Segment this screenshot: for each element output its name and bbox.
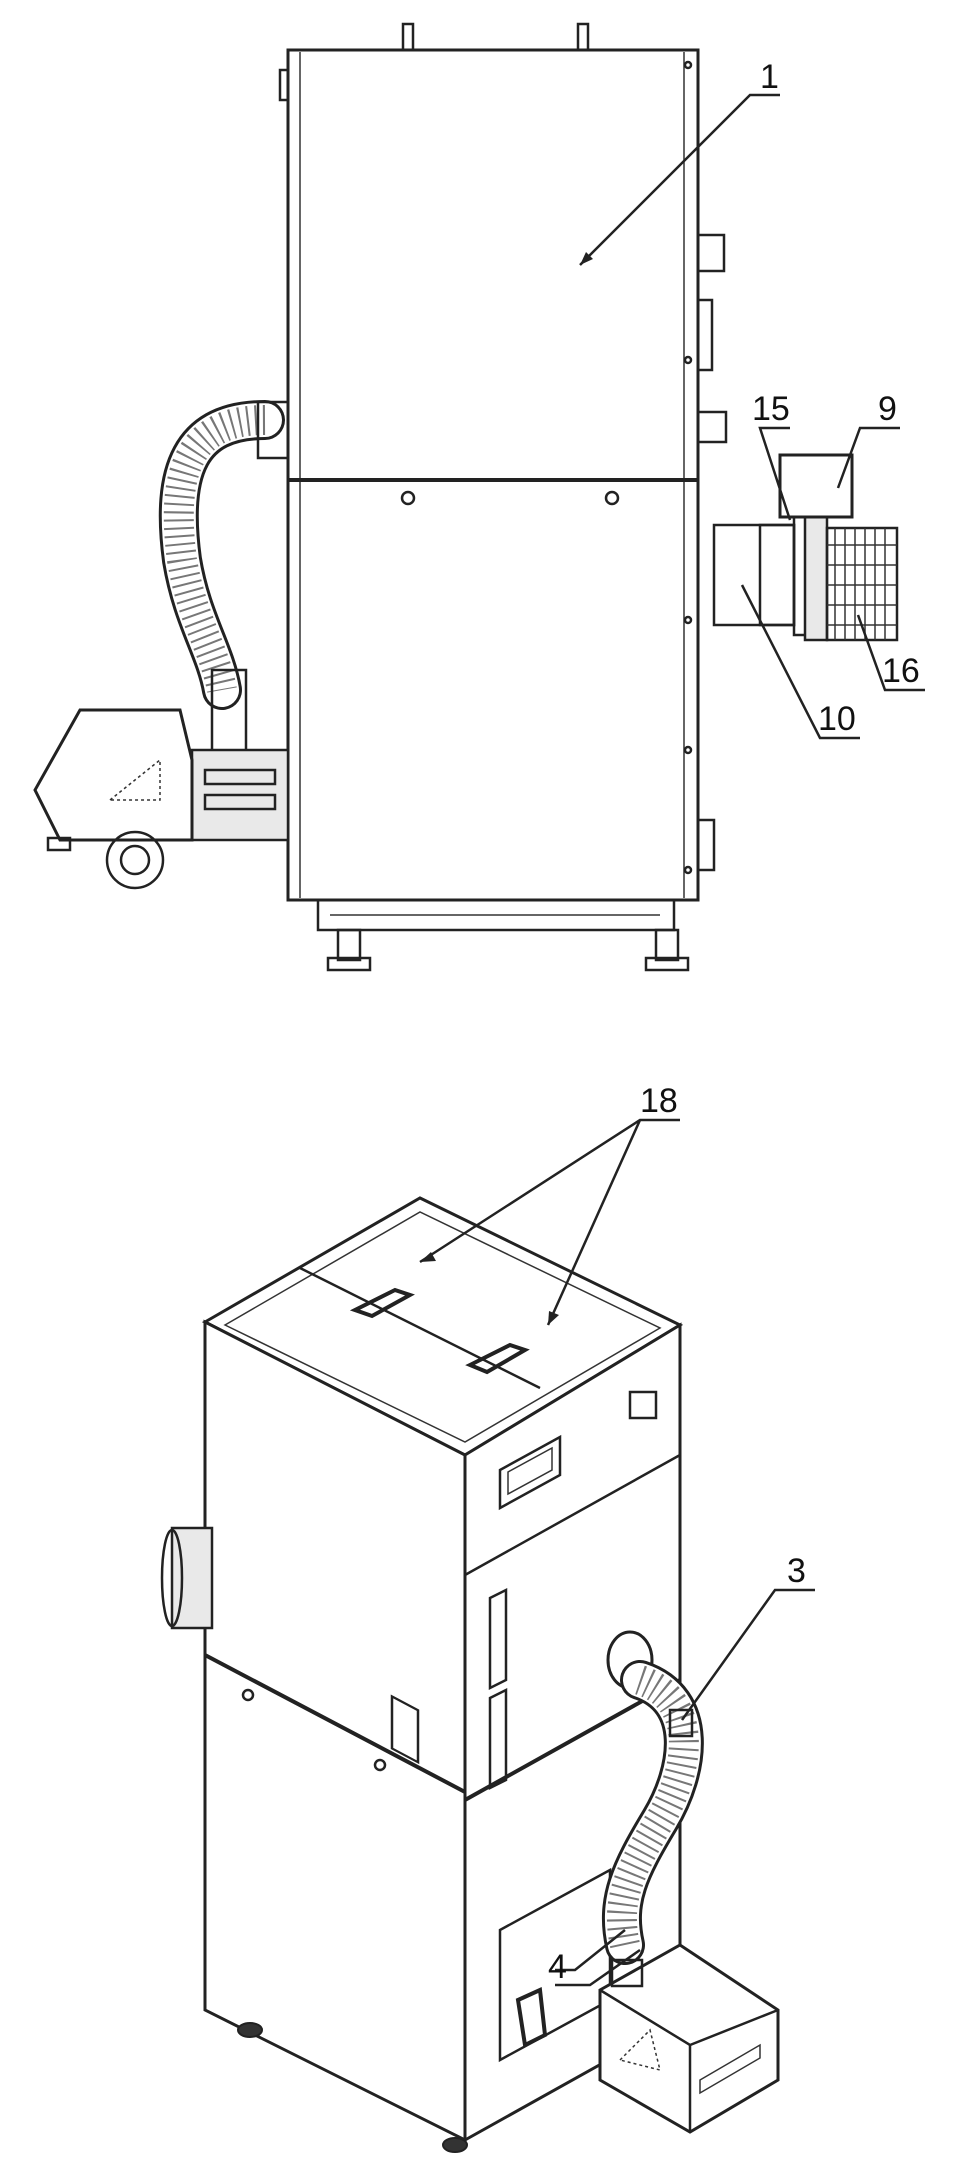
feeder-box-iso (598, 1943, 780, 2134)
feeder-wheel (105, 830, 165, 890)
label-15: 15 (752, 390, 790, 428)
lifting-lug-right (576, 22, 590, 54)
leader-lines-side-view (579, 93, 925, 740)
label-18: 18 (640, 1082, 678, 1120)
label-16: 16 (882, 652, 920, 690)
isometric-view-drawing (160, 1196, 780, 2153)
label-10: 10 (818, 700, 856, 738)
burner-fan-9 (778, 453, 854, 519)
lid-handle-front (349, 1287, 415, 1319)
lid-split (299, 1266, 541, 1390)
label-3: 3 (787, 1552, 806, 1590)
lid-handle-rear (465, 1342, 530, 1375)
left-side-panel (203, 1319, 467, 2143)
burner-grille-16 (825, 526, 899, 642)
feeder-motor-housing (33, 708, 194, 842)
boiler-body (286, 48, 700, 902)
label-4: 4 (548, 1948, 567, 1986)
leader-lines-iso-view (419, 1118, 815, 1987)
label-1: 1 (760, 58, 779, 96)
base-frame (316, 898, 676, 932)
door-lever (515, 1987, 548, 2049)
label-9: 9 (878, 390, 897, 428)
control-panel-display (498, 1434, 562, 1511)
side-view-drawing (33, 22, 899, 972)
lifting-lug-left (401, 22, 415, 54)
left-panel-split (204, 1653, 466, 1794)
